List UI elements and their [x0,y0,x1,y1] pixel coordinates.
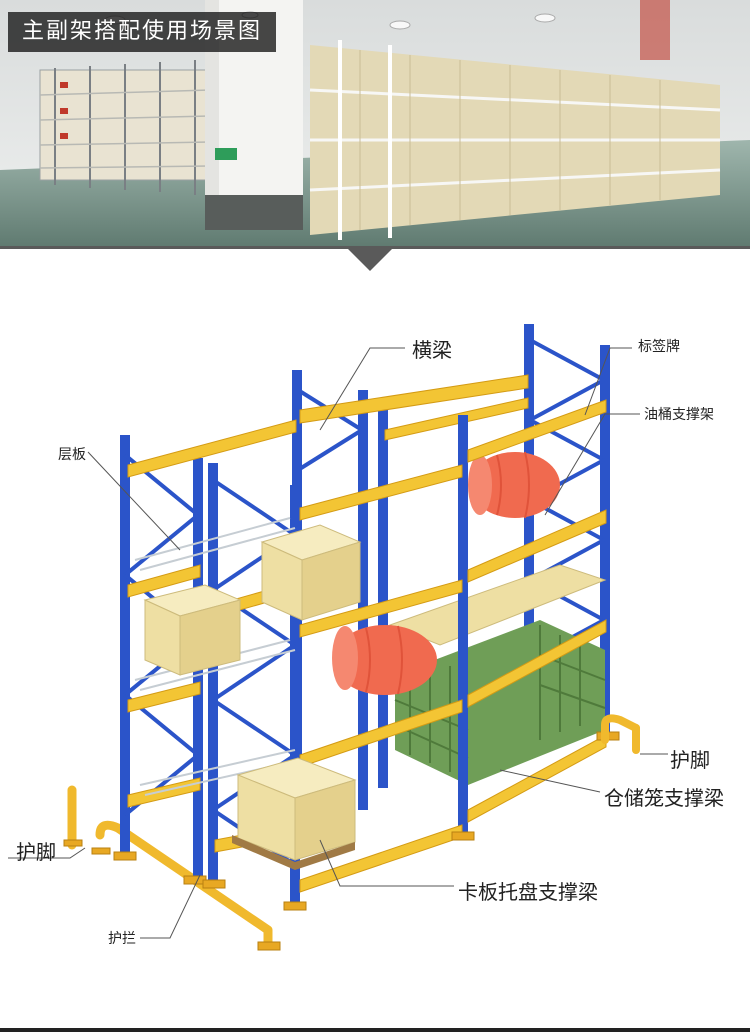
label-drum-support: 油桶支撑架 [644,407,714,423]
guard-rail [67,785,273,950]
carton-boxes [143,524,362,861]
label-sign: 标签牌 [638,339,680,355]
bottom-border [0,1028,750,1032]
label-guard-rail: 护拦 [108,931,136,947]
section-divider [0,246,750,271]
label-pallet-beam: 卡板托盘支撑梁 [458,880,598,904]
oil-drum-middle [332,625,437,695]
photo-title: 主副架搭配使用场景图 [8,12,277,52]
label-foot-left: 护脚 [16,840,56,864]
label-shelf: 层板 [58,447,86,463]
warehouse-photo [0,0,750,248]
label-beam: 横梁 [412,338,452,362]
oil-drum-top [468,451,560,519]
label-cage-beam: 仓储笼支撑梁 [604,786,724,810]
rack-diagram [8,324,668,951]
label-foot-right: 护脚 [670,748,710,772]
